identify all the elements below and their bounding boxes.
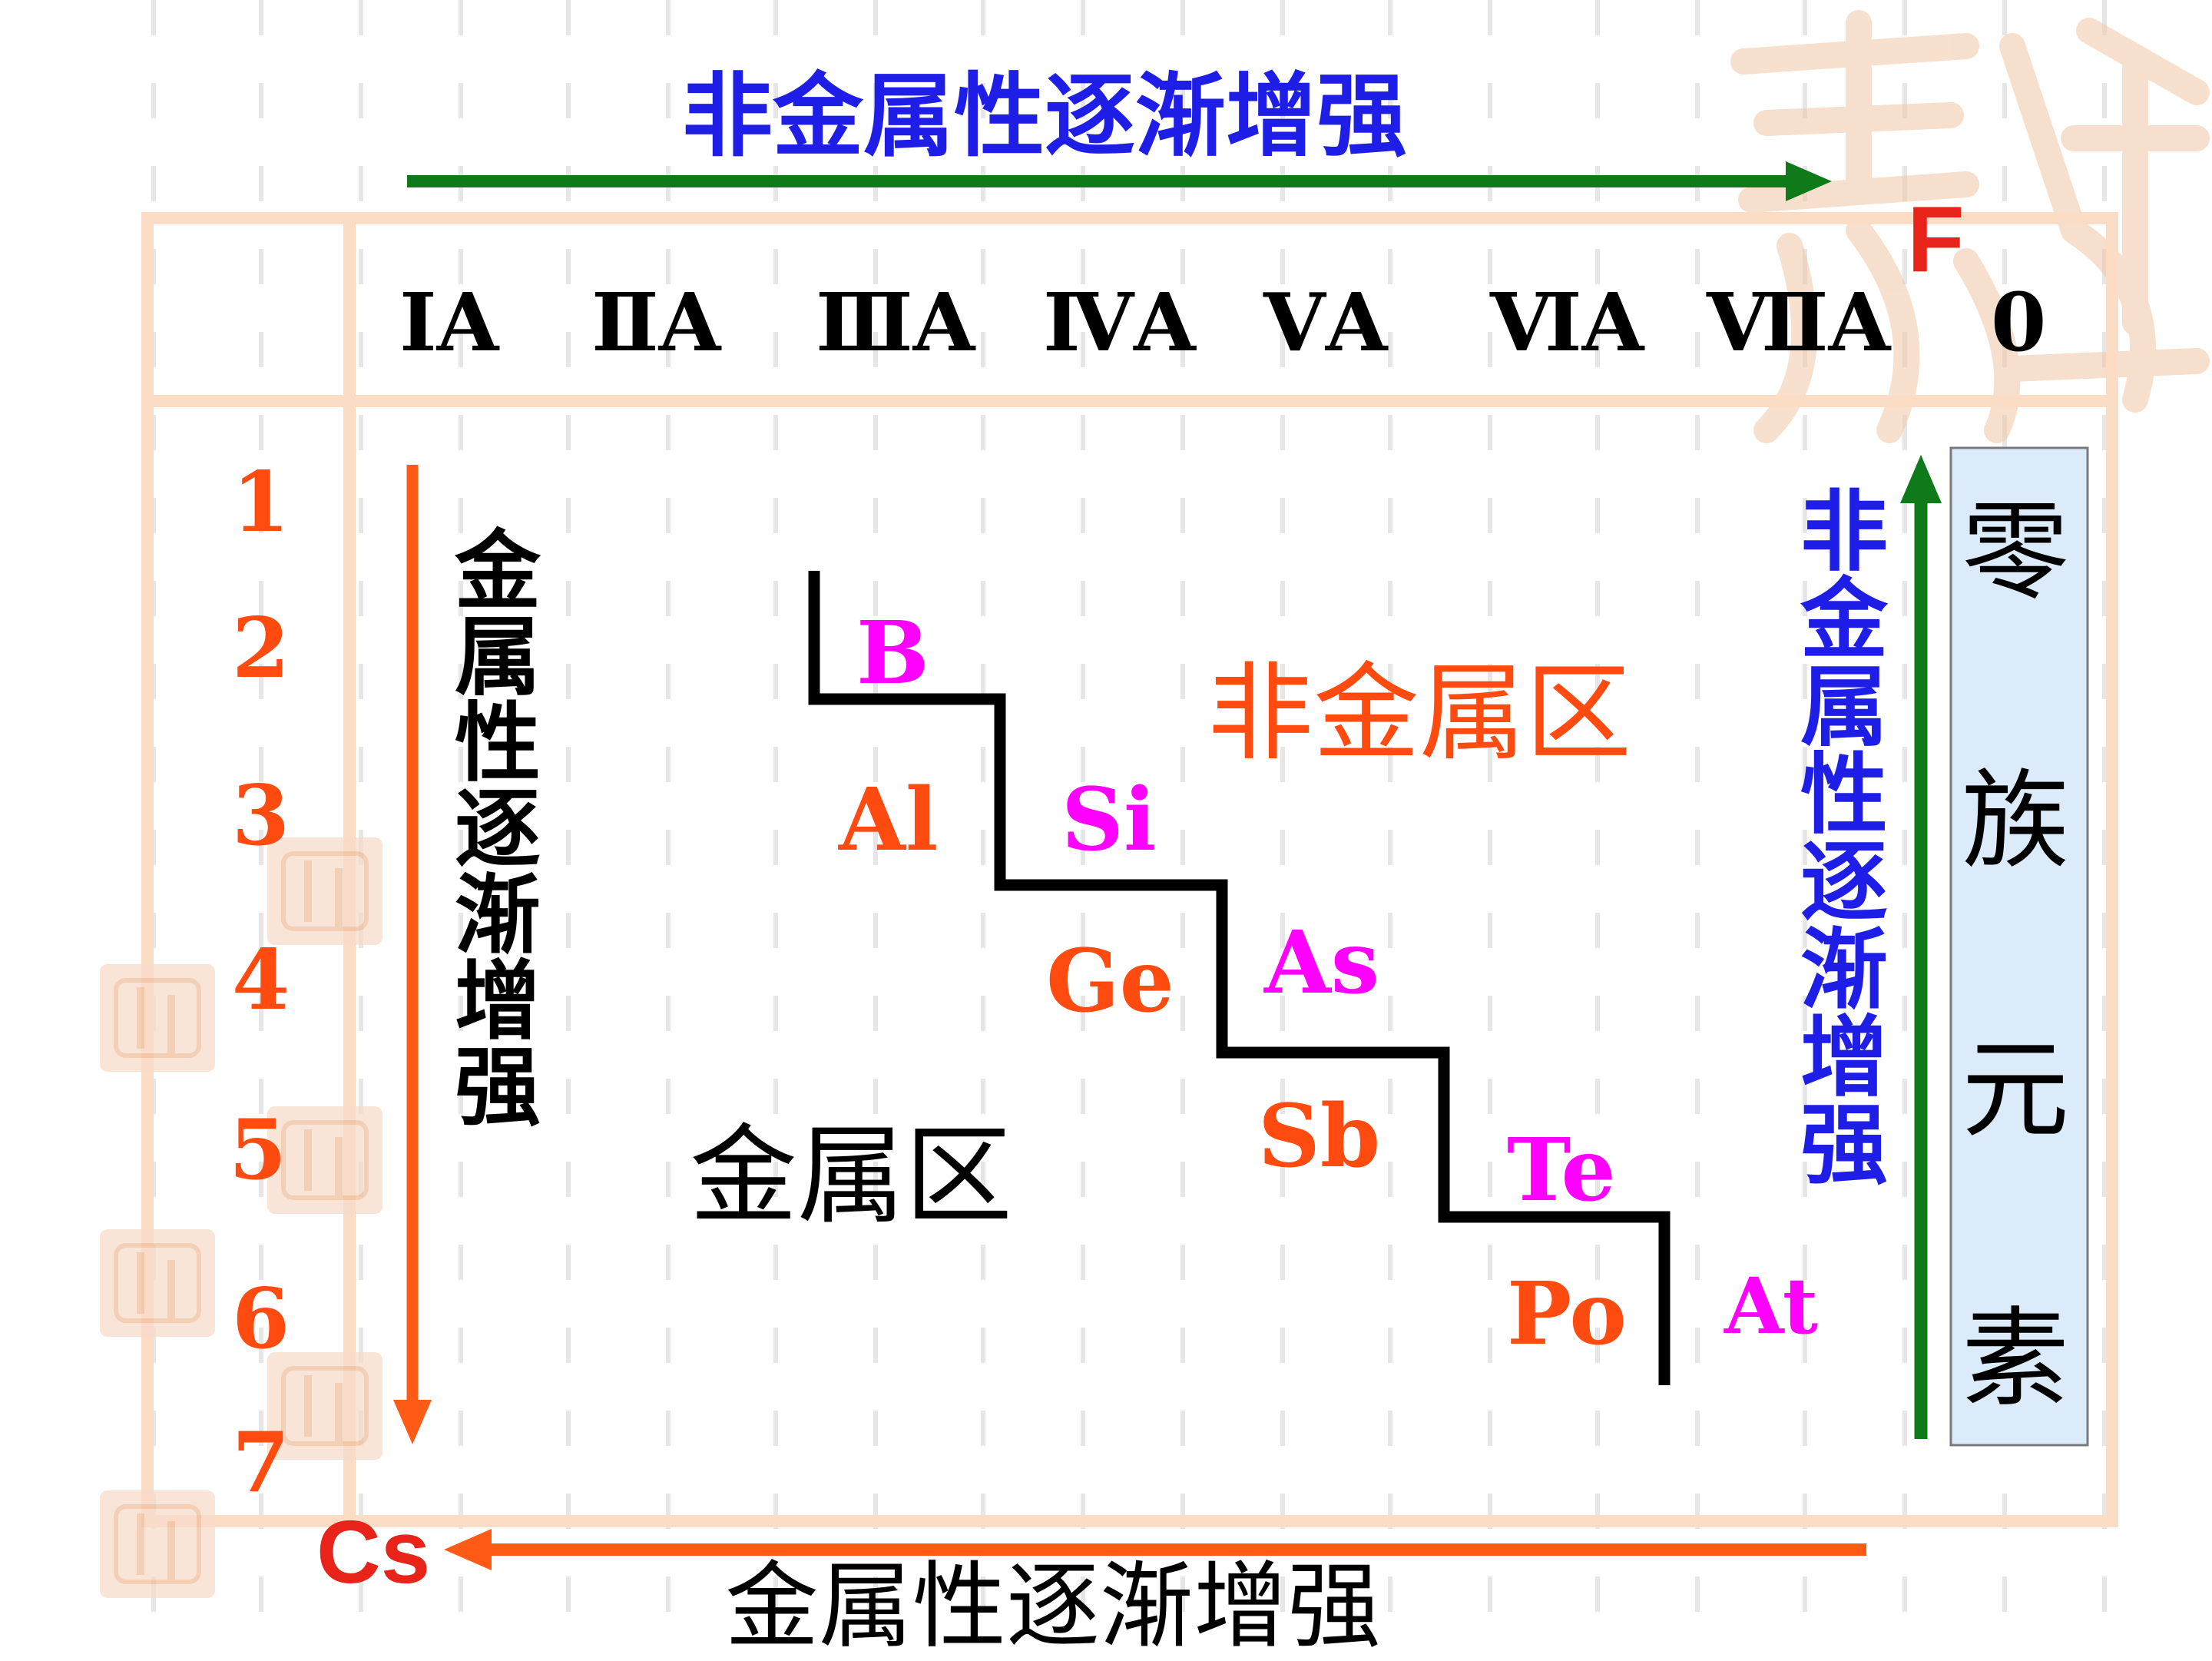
element-al: Al [839, 770, 939, 870]
watermark-seal-icon [1730, 10, 2210, 443]
period-number-5: 5 [229, 1102, 287, 1199]
vertical-char: 金 [455, 522, 541, 622]
group-header-0: 0 [1991, 275, 2047, 370]
bottom-arrow [444, 1529, 1866, 1570]
seal-watermark-icon [100, 1229, 215, 1337]
metal-region-label: 金属区 [690, 1114, 1013, 1239]
element-te: Te [1507, 1120, 1616, 1221]
vertical-char: 属 [1800, 656, 1889, 758]
seal-watermark-icon [267, 1352, 382, 1460]
vertical-char: 属 [455, 608, 541, 708]
element-f: F [1907, 187, 1965, 291]
group-header-7: ⅦA [1707, 275, 1891, 370]
vertical-char: 逐 [455, 780, 541, 880]
zero-group-panel [1949, 446, 2089, 1447]
period-number-7: 7 [232, 1414, 290, 1511]
element-b: B [856, 603, 929, 704]
bottom-trend-label: 金属性逐渐增强 [725, 1552, 1381, 1661]
element-si: Si [1061, 770, 1157, 870]
element-as: As [1264, 913, 1379, 1013]
period-number-1: 1 [232, 454, 290, 551]
element-at: At [1724, 1261, 1819, 1351]
vertical-char: 性 [1800, 744, 1889, 846]
metal-nonmetal-boundary [808, 571, 1671, 1385]
vertical-char: 族 [1962, 759, 2070, 884]
zero-group-label: 零族元素 [1962, 499, 2069, 1414]
vertical-char: 渐 [455, 866, 541, 966]
left-arrow [393, 465, 432, 1444]
seal-watermark-icon [100, 964, 215, 1072]
group-header-1: ⅠA [399, 275, 499, 370]
vertical-char: 性 [455, 694, 541, 794]
vertical-char: 元 [1962, 1028, 2070, 1153]
vertical-char: 增 [1800, 1006, 1889, 1109]
left-trend-label: 金属性逐渐增强 [455, 529, 541, 1131]
seal-watermark-icon [267, 1106, 382, 1214]
top-trend-label: 非金属性逐渐增强 [682, 63, 1408, 169]
top-arrow [407, 161, 1832, 201]
period-number-6: 6 [232, 1271, 290, 1368]
period-number-2: 2 [232, 600, 290, 697]
vertical-char: 金 [1800, 569, 1889, 671]
vertical-char: 素 [1962, 1297, 2070, 1422]
period-number-4: 4 [232, 932, 290, 1029]
group-header-2: ⅡA [591, 275, 721, 370]
seal-watermark-icon [100, 1490, 215, 1598]
right-trend-label: 非金属性逐渐增强 [1800, 489, 1888, 1189]
period-number-3: 3 [232, 768, 290, 864]
vertical-char: 非 [1800, 481, 1889, 583]
group-header-6: ⅥA [1490, 275, 1644, 370]
vertical-char: 强 [455, 1038, 541, 1138]
group-header-5: ⅤA [1263, 275, 1388, 370]
seal-watermark-icon [267, 837, 382, 945]
element-po: Po [1507, 1264, 1627, 1364]
right-arrow [1900, 455, 1942, 1439]
element-cs: Cs [316, 1502, 431, 1602]
vertical-char: 零 [1962, 490, 2070, 615]
vertical-char: 渐 [1800, 919, 1889, 1021]
vertical-char: 强 [1800, 1094, 1889, 1196]
vertical-char: 增 [455, 952, 541, 1052]
group-header-4: ⅣA [1043, 275, 1196, 370]
nonmetal-region-label: 非金属区 [1207, 651, 1632, 775]
vertical-char: 逐 [1800, 831, 1889, 933]
element-ge: Ge [1046, 931, 1174, 1032]
element-sb: Sb [1258, 1086, 1381, 1187]
group-header-3: ⅢA [816, 275, 975, 370]
